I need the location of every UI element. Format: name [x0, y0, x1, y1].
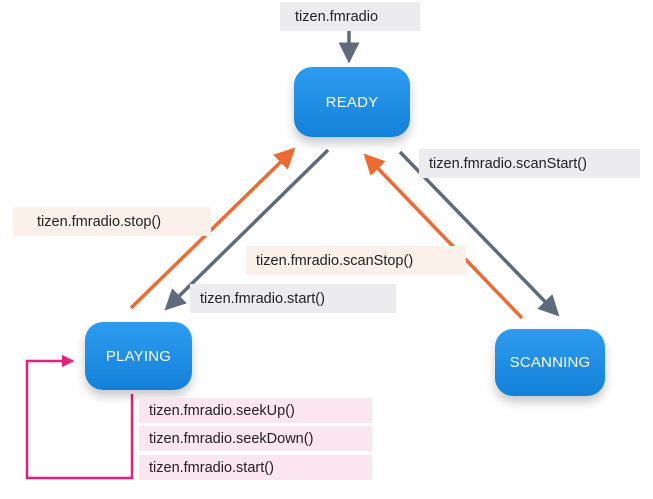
scan-start-arrow: [398, 150, 560, 317]
stop-label-text: tizen.fmradio.stop(): [37, 213, 162, 230]
stop-label: tizen.fmradio.stop(): [13, 207, 211, 236]
seek-up-label: tizen.fmradio.seekUp(): [139, 398, 372, 423]
stop-arrow: [129, 147, 296, 310]
initial-label-text: tizen.fmradio: [295, 8, 379, 25]
scan-stop-arrow: [363, 153, 524, 320]
state-playing: PLAYING: [85, 322, 192, 390]
initial-label: tizen.fmradio: [280, 2, 420, 31]
state-ready: READY: [294, 67, 410, 137]
start-label: tizen.fmradio.start(): [190, 284, 396, 313]
seek-down-label-text: tizen.fmradio.seekDown(): [149, 430, 314, 447]
state-playing-label: PLAYING: [105, 347, 172, 365]
state-scanning-label: SCANNING: [509, 354, 591, 371]
self-loop-arrow: [25, 354, 134, 480]
scan-stop-label: tizen.fmradio.scanStop(): [246, 246, 466, 275]
seek-down-label: tizen.fmradio.seekDown(): [139, 426, 372, 451]
state-ready-label: READY: [325, 93, 379, 111]
self-start-label-text: tizen.fmradio.start(): [149, 459, 274, 476]
scan-start-label: tizen.fmradio.scanStart(): [419, 149, 640, 178]
scan-stop-label-text: tizen.fmradio.scanStop(): [256, 252, 414, 269]
start-label-text: tizen.fmradio.start(): [200, 290, 325, 307]
seek-up-label-text: tizen.fmradio.seekUp(): [149, 402, 295, 419]
self-start-label: tizen.fmradio.start(): [139, 455, 372, 480]
state-scanning: SCANNING: [495, 329, 605, 396]
scan-start-label-text: tizen.fmradio.scanStart(): [429, 155, 587, 172]
start-arrow: [164, 148, 330, 311]
